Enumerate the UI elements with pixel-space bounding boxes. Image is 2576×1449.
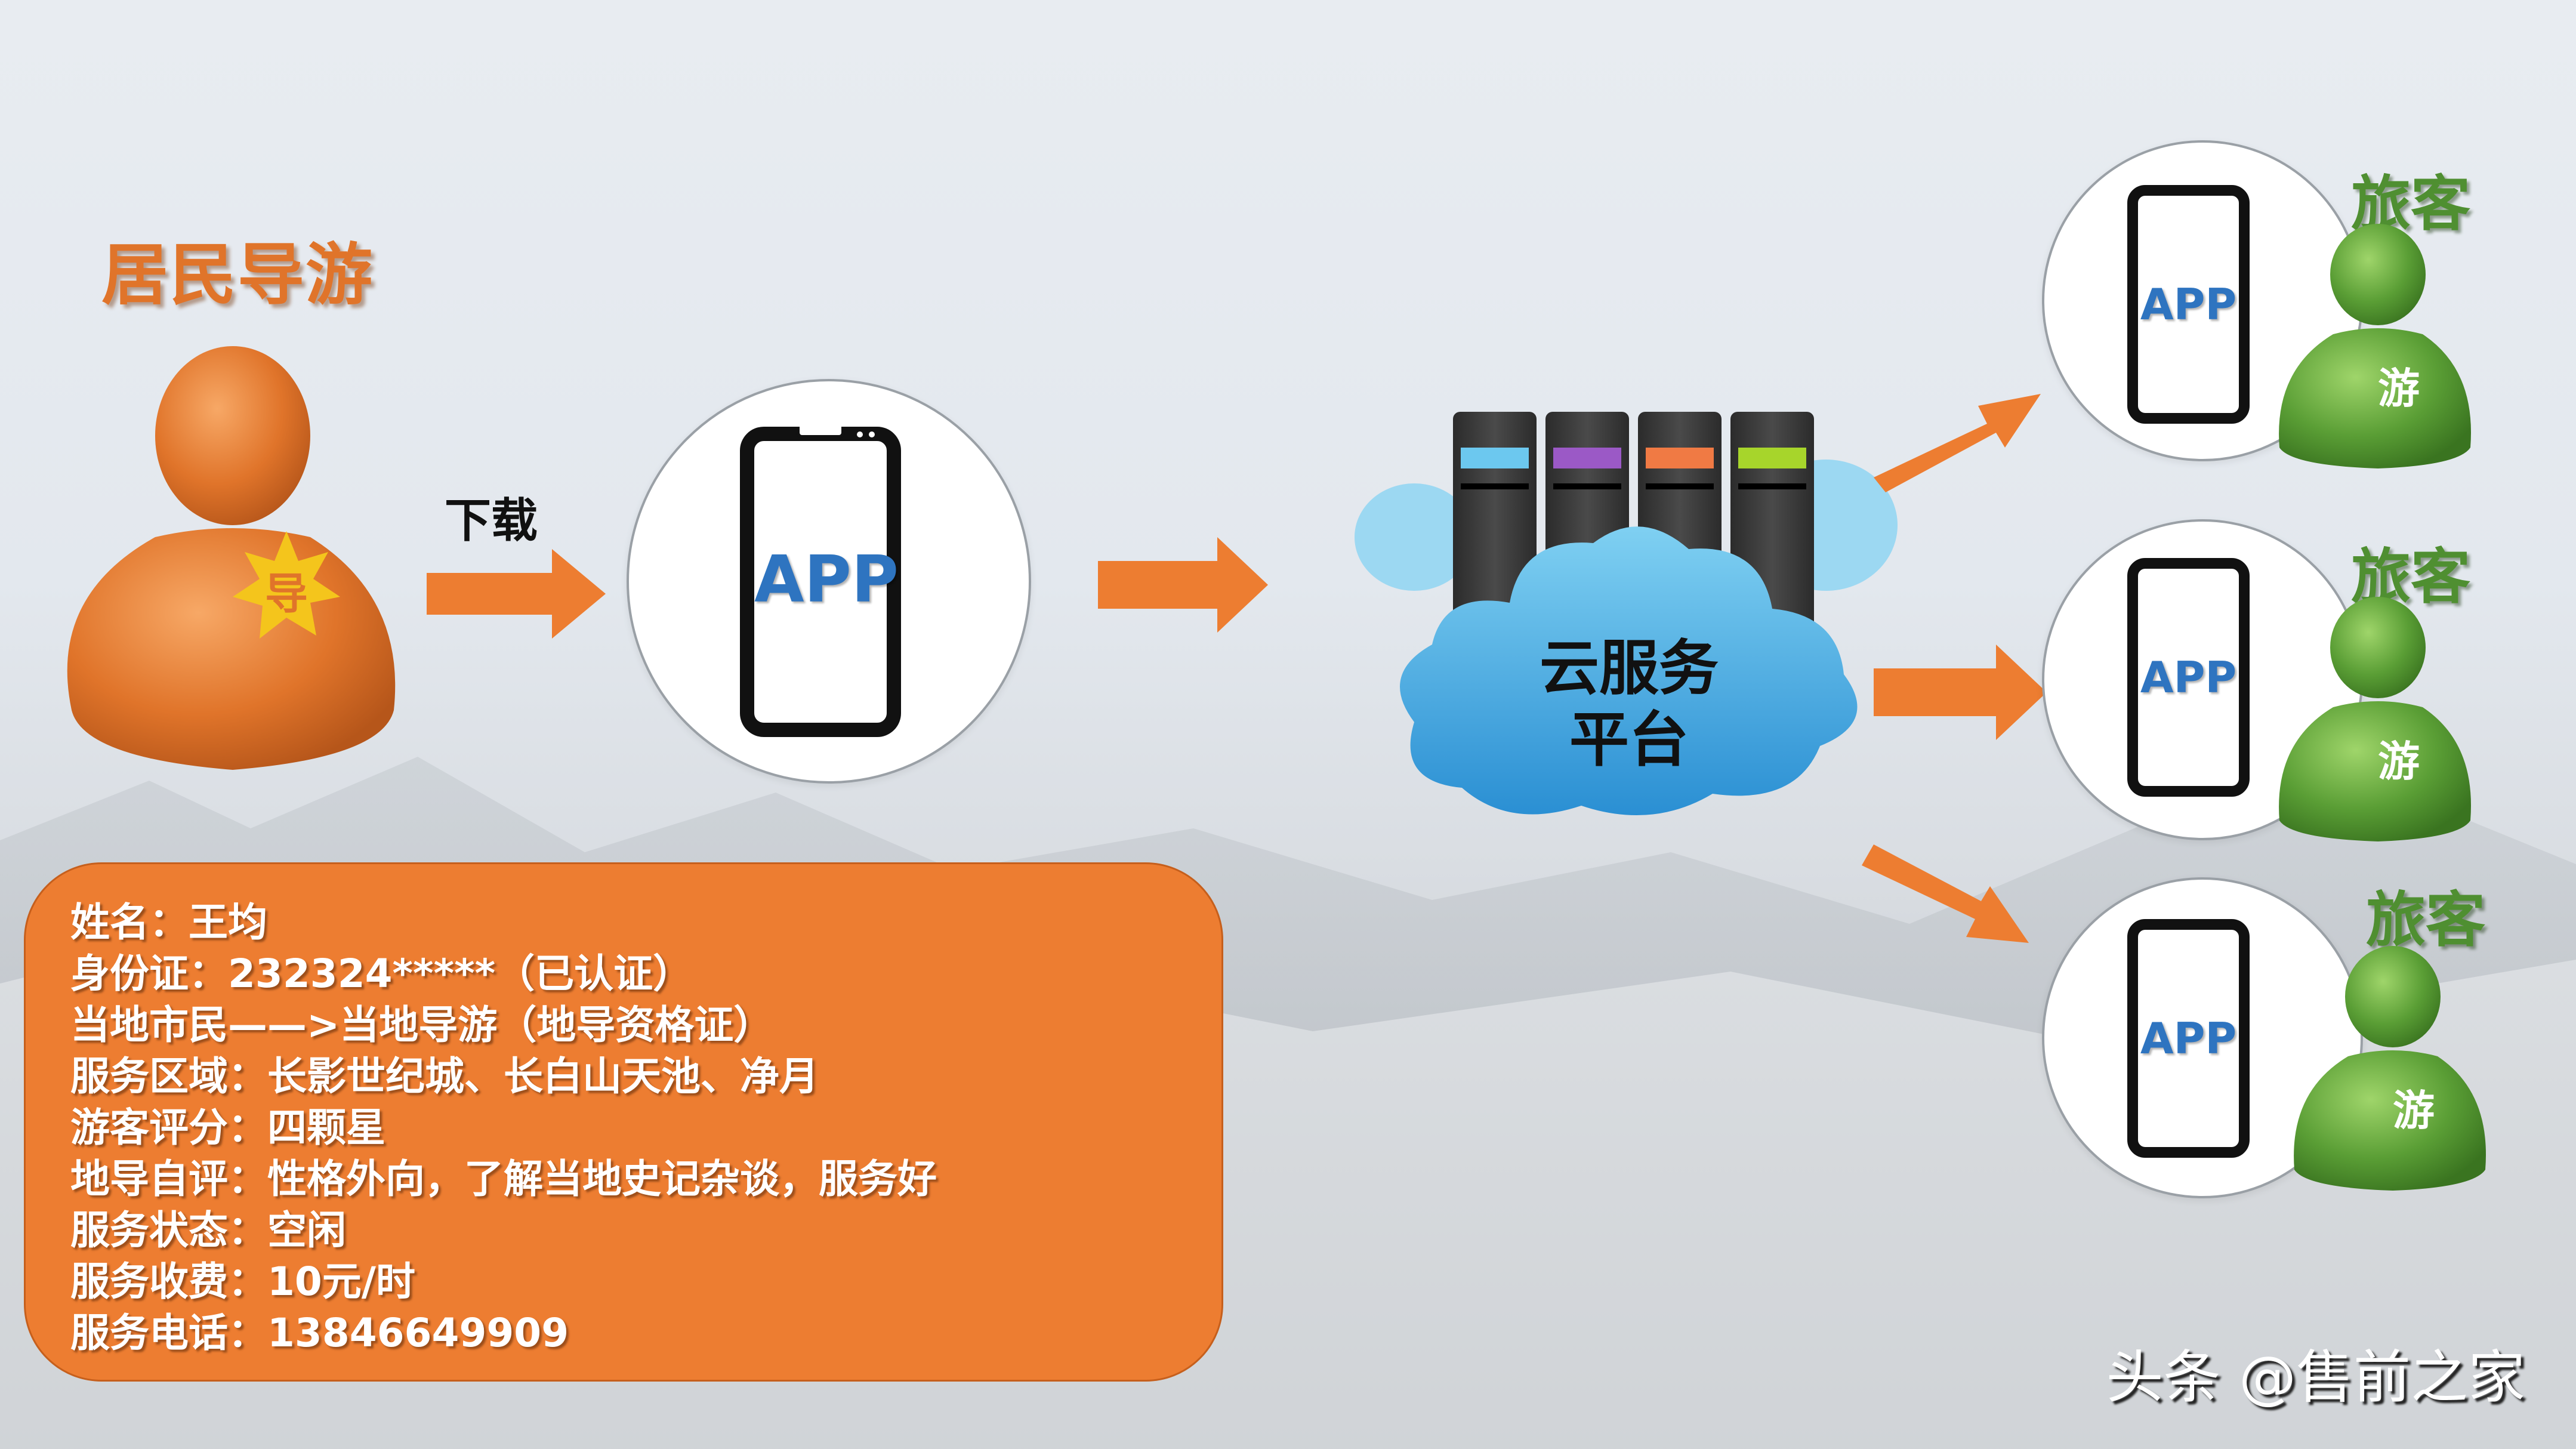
- info-service-fee: 服务收费：10元/时: [70, 1259, 415, 1305]
- phone-icon[interactable]: APP: [740, 427, 901, 737]
- traveler-person-icon: 游: [2279, 224, 2471, 468]
- arrow-up-right-icon: [1874, 394, 2041, 492]
- info-qualification: 当地市民——>当地导游（地导资格证）: [70, 1002, 773, 1048]
- svg-text:游: 游: [2378, 737, 2420, 786]
- watermark: 头条 @售前之家: [2106, 1344, 2525, 1411]
- guide-title: 居民导游: [101, 236, 374, 314]
- download-label: 下载: [445, 494, 538, 548]
- arrow-right-icon: [427, 549, 606, 639]
- svg-text:游: 游: [2378, 364, 2420, 413]
- info-rating: 游客评分：四颗星: [70, 1105, 385, 1151]
- phone-icon[interactable]: APP: [2127, 919, 2250, 1158]
- phone-icon[interactable]: APP: [2127, 558, 2250, 797]
- guide-person-icon: 导: [67, 346, 396, 770]
- info-service-phone: 服务电话：13846649909: [70, 1310, 569, 1356]
- app-label: APP: [2140, 1013, 2237, 1063]
- info-service-status: 服务状态：空闲: [70, 1207, 346, 1253]
- app-label: APP: [754, 542, 899, 617]
- traveler-label: 旅客: [2366, 885, 2485, 955]
- arrow-right-icon: [1874, 645, 2047, 740]
- traveler-person-icon: 游: [2294, 946, 2486, 1191]
- info-name: 姓名：王均: [70, 899, 267, 945]
- svg-text:游: 游: [2393, 1086, 2435, 1135]
- info-service-area: 服务区域：长影世纪城、长白山天池、净月: [70, 1053, 819, 1099]
- svg-text:导: 导: [265, 569, 308, 619]
- arrow-down-right-icon: [1862, 844, 2029, 943]
- phone-icon[interactable]: APP: [2127, 185, 2250, 424]
- info-id-card: 身份证：232324*****（已认证）: [70, 951, 693, 997]
- info-self-evaluation: 地导自评：性格外向，了解当地史记杂谈，服务好: [70, 1156, 937, 1202]
- cloud-platform-label: 云服务 平台: [1462, 633, 1796, 776]
- app-label: APP: [2140, 652, 2237, 702]
- traveler-person-icon: 游: [2279, 597, 2471, 841]
- arrow-right-icon: [1098, 537, 1268, 633]
- cloud-server-icon: [1355, 412, 1898, 815]
- app-label: APP: [2140, 279, 2237, 329]
- cloud-label-line1: 云服务: [1540, 633, 1719, 703]
- cloud-label-line2: 平台: [1569, 705, 1689, 775]
- guide-info-box: 姓名：王均 身份证：232324*****（已认证） 当地市民——>当地导游（地…: [24, 862, 1223, 1382]
